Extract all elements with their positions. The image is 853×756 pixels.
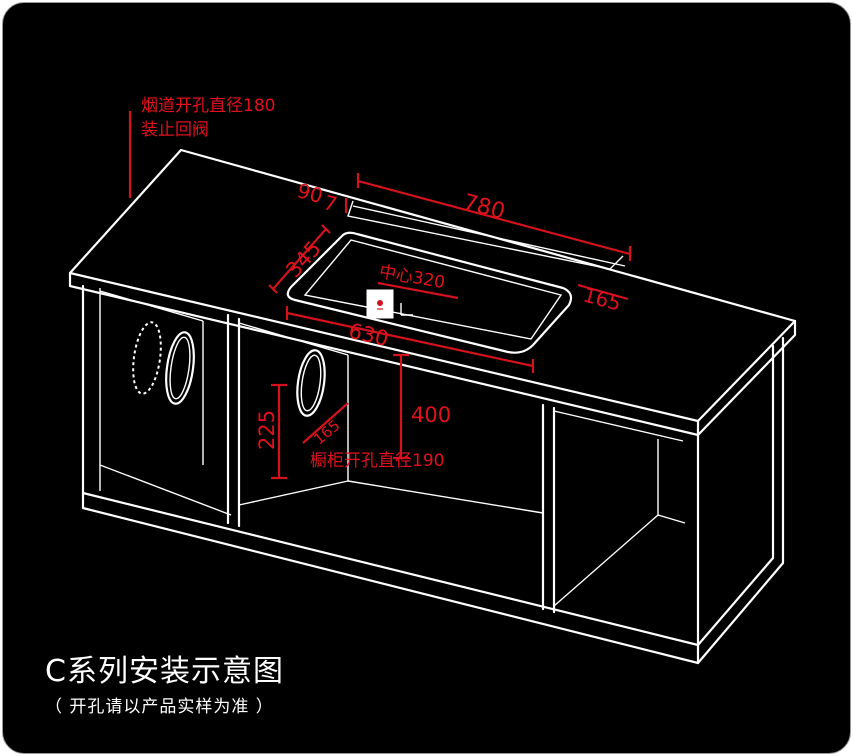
dimension-400: 400 xyxy=(411,403,451,427)
flue-annotation-line1: 烟道开孔直径180 xyxy=(141,96,275,116)
diagram-note: （ 开孔请以产品实样为准 ） xyxy=(45,697,274,717)
rear-slot xyxy=(347,200,626,270)
dimension-lines xyxy=(128,111,632,480)
dimension-345: 345 xyxy=(281,236,326,282)
diagram-title: C系列安装示意图 xyxy=(45,654,284,689)
flue-hole xyxy=(132,321,195,405)
cabinet-hole xyxy=(296,349,326,417)
sink-cutout xyxy=(286,231,573,354)
control-box xyxy=(366,289,413,319)
cabinet-body xyxy=(81,284,785,665)
dimension-165-top: 165 xyxy=(581,283,624,316)
dimension-165-inner: 165 xyxy=(310,416,344,448)
dimension-780: 780 xyxy=(460,190,507,225)
dimension-7: 7 xyxy=(321,190,340,216)
dimension-630: 630 xyxy=(346,319,390,351)
cabinet-hole-annotation: 橱柜开孔直径190 xyxy=(310,451,444,471)
dimension-225: 225 xyxy=(255,410,279,450)
flue-annotation-line2: 装止回阀 xyxy=(141,120,209,140)
cabinet-diagram: 烟道开孔直径180 装止回阀 780 90 7 345 165 630 400 … xyxy=(68,96,797,665)
dimension-90: 90 xyxy=(295,178,326,208)
